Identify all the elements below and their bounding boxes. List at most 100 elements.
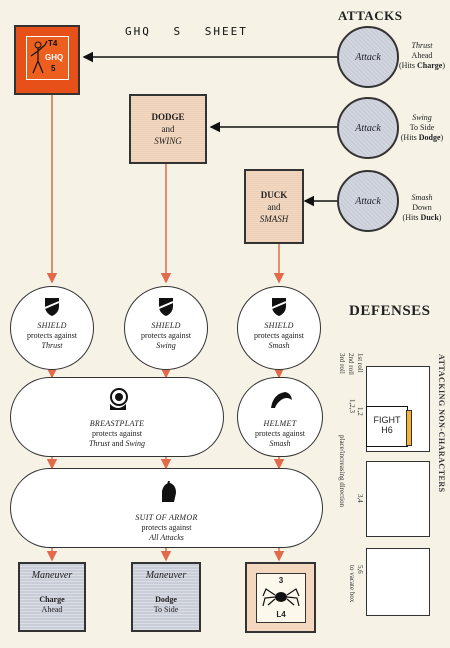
shield-icon [158,298,174,316]
attack-smash-hits: Duck [420,213,439,222]
attack-smash-hits-prefix: (Hits [402,213,421,222]
duck-smash-line3: SMASH [259,213,289,224]
armor-icon [162,481,176,502]
npc-box-2[interactable] [366,461,430,537]
duck-smash-box[interactable]: DUCK and SMASH [244,169,304,244]
spider-icon [262,588,300,607]
attack-swing-hits-prefix: (Hits [400,133,419,142]
npc-roll-3: 3rd roll [338,353,346,374]
hero-counter-bottom: 5 [51,64,56,73]
shield-icon [44,298,60,316]
attack-swing-label: Attack [355,122,381,134]
breastplate-target2: Swing [125,439,146,448]
breastplate-name: BREASTPLATE [89,419,145,428]
maneuver-dodge-line2: To Side [153,605,179,614]
sheet-title: GHQ S SHEET [125,25,248,38]
breastplate-pill[interactable]: BREASTPLATE protects against Thrust and … [10,377,224,457]
maneuver-dodge-title: Maneuver [145,570,187,581]
helmet-pill[interactable]: HELMET protects against Smash [237,377,323,457]
attack-thrust-hits: Charge [417,61,443,70]
npc-note-b: to vacate box [348,565,356,603]
maneuver-duck-frame[interactable]: 3 L4 [245,562,316,633]
hero-counter-box[interactable]: T4 GHQ 5 [14,25,80,95]
shield-thrust-name: SHIELD [37,321,67,330]
npc-range-2: 3,4 [356,494,364,503]
fight-counter[interactable]: FIGHT H6 [366,406,408,447]
attack-swing-hits-suffix: ) [440,133,444,142]
npc-range-0-prefix: 1,2,3 [348,399,356,413]
shield-smash-name: SHIELD [264,321,294,330]
attack-thrust-name: Thrust [411,41,433,50]
shield-smash[interactable]: SHIELD protects against Smash [237,286,321,370]
hero-counter-top: T4 [48,39,58,48]
creature-counter[interactable]: 3 L4 [256,573,306,623]
attack-smash-name: Smash [411,193,433,202]
attack-swing-desc: Swing To Side (Hits Dodge) [394,113,450,143]
attack-swing-line2: To Side [409,123,435,132]
attack-thrust-circle[interactable]: Attack [337,26,399,88]
breastplate-icon [110,388,128,410]
defenses-heading: DEFENSES [349,303,431,319]
npc-roll-2: 2nd roll [347,353,355,375]
shield-thrust-text: protects against [27,331,77,340]
shield-swing-text: protects against [141,331,191,340]
npc-roll-1: 1st roll [356,353,364,373]
armor-pill[interactable]: SUIT OF ARMOR protects against All Attac… [10,468,323,548]
dodge-swing-line1: DODGE [151,112,185,122]
attacks-heading: ATTACKS [338,8,403,23]
npc-heading: ATTACKING NON-CHARACTERS [437,354,446,493]
maneuver-charge-title: Maneuver [31,570,73,581]
hero-counter-mid: GHQ [45,53,64,62]
breastplate-joiner: and [111,439,124,448]
npc-note-a: place/increasing direction [338,435,346,508]
attack-smash-line2: Down [412,203,432,212]
shield-icon [271,298,287,316]
breastplate-target1: Thrust [88,439,110,448]
attack-smash-circle[interactable]: Attack [337,170,399,232]
knight-icon [30,40,48,74]
shield-thrust[interactable]: SHIELD protects against Thrust [10,286,94,370]
npc-range-1: 1,2 [356,407,364,416]
fight-line1: FIGHT [373,415,401,425]
helmet-target: Smash [269,439,291,448]
npc-range-3: 5,6 [356,565,364,574]
shield-swing-name: SHIELD [151,321,181,330]
helmet-text: protects against [255,429,305,438]
maneuver-dodge-line1: Dodge [155,595,177,604]
creature-top: 3 [278,576,284,585]
duck-smash-line1: DUCK [260,189,288,200]
attack-thrust-line2: Ahead [411,51,433,60]
breastplate-targets: Thrust and Swing [11,439,223,449]
attack-thrust-label: Attack [355,51,381,63]
dodge-swing-line3: SWING [154,136,182,146]
shield-smash-text: protects against [254,331,304,340]
armor-text: protects against [141,523,192,532]
npc-box-3[interactable] [366,548,430,616]
shield-swing[interactable]: SHIELD protects against Swing [124,286,208,370]
armor-target: All Attacks [149,533,184,542]
attack-thrust-desc: Thrust Ahead (Hits Charge) [394,41,450,71]
attack-swing-circle[interactable]: Attack [337,97,399,159]
duck-smash-line2: and [267,201,281,212]
shield-smash-target: Smash [268,341,290,350]
attack-swing-hits: Dodge [418,133,441,142]
gold-counter-edge [406,410,412,446]
fight-line2: H6 [381,425,393,435]
shield-thrust-target: Thrust [41,341,63,350]
creature-bottom: L4 [276,610,286,619]
attack-thrust-hits-prefix: (Hits [399,61,417,70]
attack-smash-hits-suffix: ) [438,213,442,222]
maneuver-charge-line1: Charge [39,595,65,604]
armor-name: SUIT OF ARMOR [135,513,198,522]
helmet-name: HELMET [263,419,297,428]
attack-thrust-hits-suffix: ) [442,61,445,70]
dodge-swing-line2: and [161,124,175,134]
dodge-swing-box[interactable]: DODGE and SWING [129,94,207,164]
hero-counter[interactable]: T4 GHQ 5 [26,36,69,80]
